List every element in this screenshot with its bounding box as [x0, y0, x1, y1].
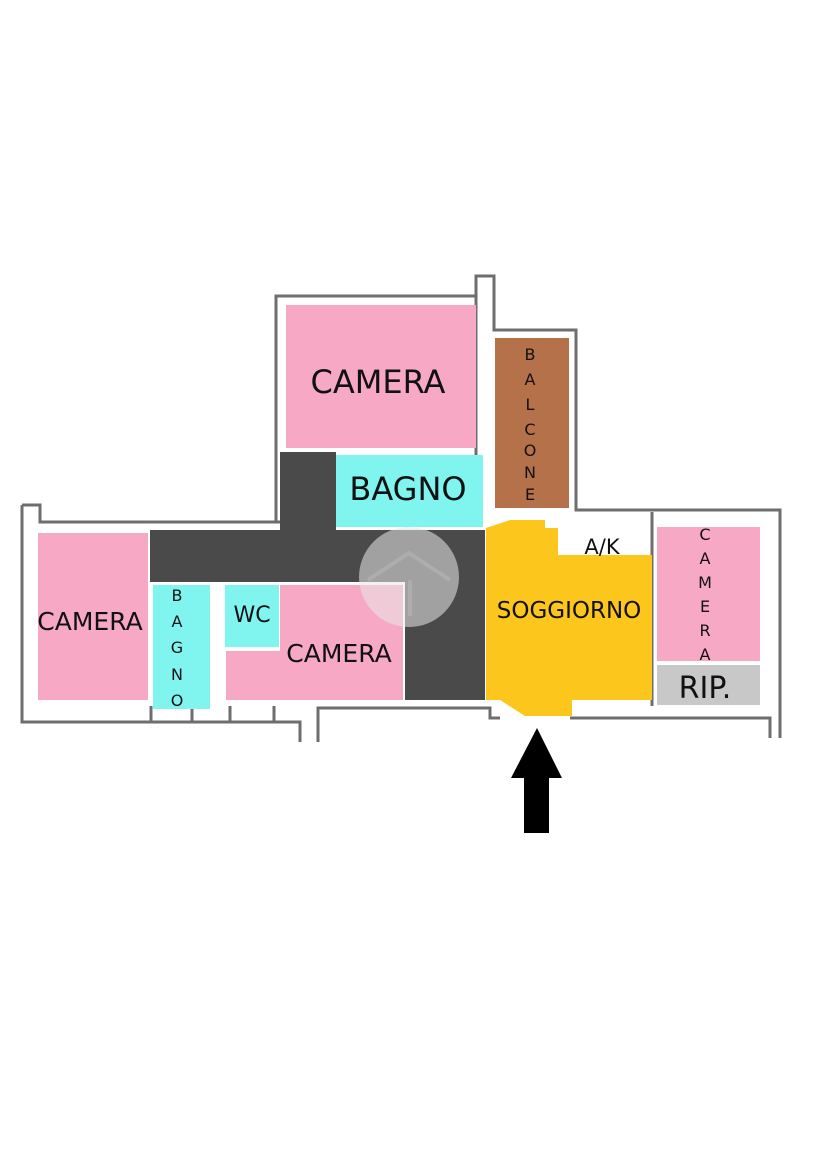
up-arrow-icon — [511, 728, 562, 833]
room-balcone — [495, 338, 569, 508]
svg-text:O: O — [171, 691, 184, 710]
svg-text:B: B — [525, 345, 536, 364]
svg-text:C: C — [524, 420, 535, 439]
label-soggiorno: SOGGIORNO — [497, 598, 642, 624]
svg-text:M: M — [698, 573, 712, 592]
svg-text:E: E — [525, 485, 535, 504]
svg-text:R: R — [699, 621, 710, 640]
svg-text:G: G — [171, 638, 183, 657]
room-soggiorno — [486, 520, 652, 716]
svg-text:O: O — [524, 441, 537, 460]
label-camera-top: CAMERA — [311, 363, 446, 401]
svg-text:E: E — [700, 597, 710, 616]
svg-text:B: B — [172, 586, 183, 605]
wall-west-north — [22, 503, 276, 524]
svg-text:A: A — [525, 370, 536, 389]
wall-south-east — [570, 716, 772, 738]
label-camera-left: CAMERA — [37, 607, 142, 636]
svg-text:L: L — [526, 395, 535, 414]
room-wc — [225, 585, 279, 647]
label-balcone: B A L C O N E — [524, 345, 537, 504]
room-camera-right — [657, 527, 760, 661]
label-bagno-top: BAGNO — [349, 470, 466, 508]
wall-east — [474, 274, 782, 738]
svg-text:A: A — [172, 612, 183, 631]
room-rip — [657, 665, 760, 705]
room-bagno-left — [153, 585, 210, 709]
label-wc: WC — [233, 603, 270, 628]
room-camera-mid — [226, 585, 403, 700]
room-bagno-top — [336, 455, 483, 527]
room-camera-top — [286, 305, 476, 448]
wall-west-south — [20, 505, 302, 742]
svg-text:C: C — [699, 525, 710, 544]
label-camera-right: C A M E R A — [698, 525, 712, 664]
label-ak: A/K — [584, 535, 620, 559]
room-camera-left — [38, 533, 148, 700]
svg-text:A: A — [700, 549, 711, 568]
svg-text:N: N — [171, 665, 183, 684]
label-camera-mid: CAMERA — [286, 639, 391, 668]
svg-text:A: A — [700, 645, 711, 664]
label-rip: RIP. — [679, 671, 732, 706]
watermark-logo — [359, 527, 459, 627]
wall-south-mid — [316, 706, 500, 742]
label-bagno-left: B A G N O — [171, 586, 184, 710]
svg-text:N: N — [524, 463, 536, 482]
